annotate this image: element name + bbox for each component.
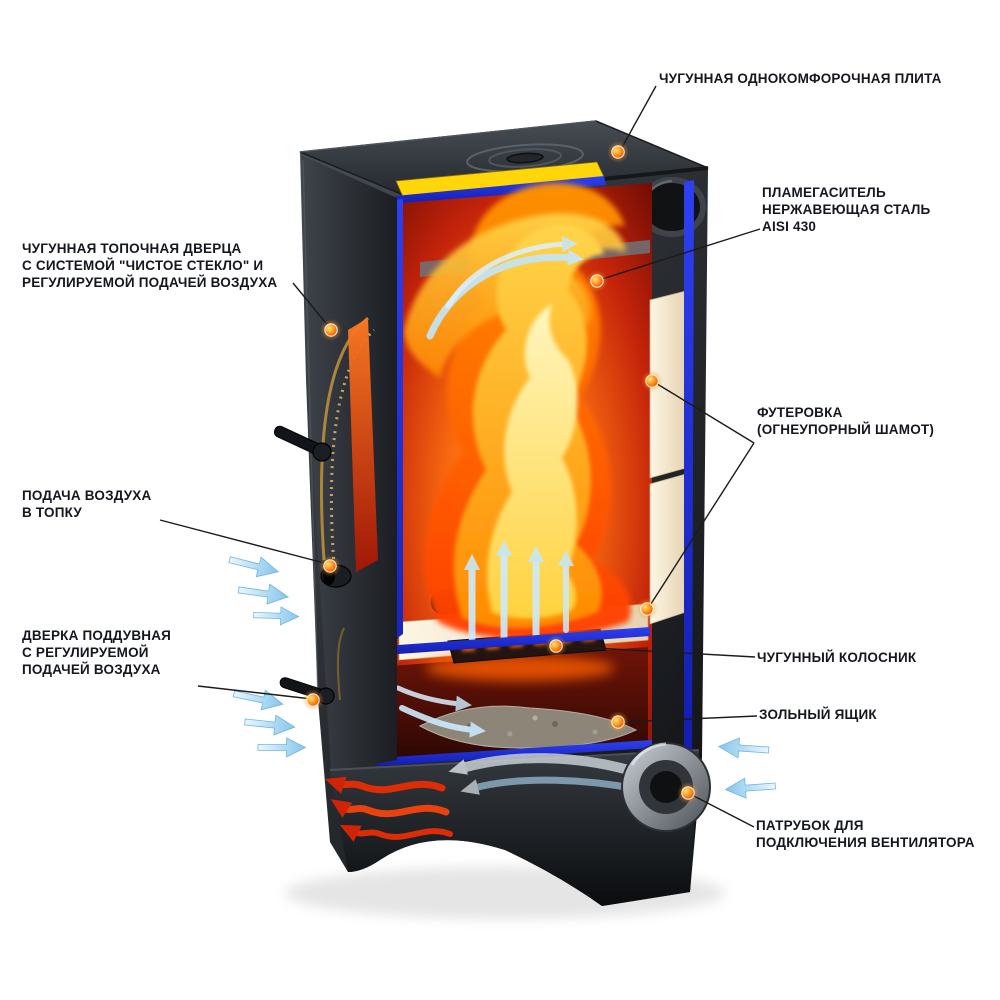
door-glass-edge (348, 318, 378, 572)
label-firebox-door-line: ЧУГУННАЯ ТОПОЧНАЯ ДВЕРЦА (22, 241, 242, 256)
label-flame-arrester: ПЛАМЕГАСИТЕЛЬ НЕРЖАВЕЮЩАЯ СТАЛЬ AISI 430 (762, 184, 930, 235)
dot-fan-pipe (677, 782, 699, 804)
dot-blower-door (302, 689, 324, 711)
label-flame-arrester-line: ПЛАМЕГАСИТЕЛЬ (762, 185, 886, 200)
cut-edge-right (684, 180, 694, 757)
label-ash-box-line: ЗОЛЬНЫЙ ЯЩИК (759, 707, 877, 722)
ash-air-arrows (395, 685, 486, 738)
label-air-supply-line: ПОДАЧА ВОЗДУХА (22, 488, 152, 503)
ash-compartment (388, 647, 648, 758)
label-blower-door-line: С РЕГУЛИРУЕМОЙ (22, 645, 149, 660)
label-flame-arrester-line: AISI 430 (762, 219, 817, 234)
label-fan-pipe: ПАТРУБОК ДЛЯ ПОДКЛЮЧЕНИЯ ВЕНТИЛЯТОРА (756, 817, 975, 851)
label-firebox-door-line: С СИСТЕМОЙ "ЧИСТОЕ СТЕКЛО" И (22, 258, 264, 273)
dot-flame-arrester (586, 270, 608, 292)
label-grate: ЧУГУННЫЙ КОЛОСНИК (757, 649, 916, 666)
dot-grate (545, 635, 567, 657)
label-blower-door: ДВЕРКА ПОДДУВНАЯ С РЕГУЛИРУЕМОЙ ПОДАЧЕЙ … (22, 627, 171, 678)
label-plate-line: ЧУГУННАЯ ОДНОКОМФОРОЧНАЯ ПЛИТА (659, 71, 942, 86)
leader-lines (159, 85, 761, 828)
label-lining: ФУТЕРОВКА (ОГНЕУПОРНЫЙ ШАМОТ) (757, 404, 934, 438)
callout-dots (302, 141, 699, 804)
front-left-column (301, 155, 397, 772)
label-blower-door-line: ДВЕРКА ПОДДУВНАЯ (22, 628, 172, 643)
label-firebox-door-line: РЕГУЛИРУЕМОЙ ПОДАЧЕЙ ВОЗДУХА (22, 275, 278, 290)
fan-pipe (621, 742, 711, 832)
dot-firebox-door (320, 319, 342, 341)
label-ash-box: ЗОЛЬНЫЙ ЯЩИК (759, 706, 877, 723)
label-fan-pipe-line: ПАТРУБОК ДЛЯ (756, 818, 864, 833)
dot-air-supply (319, 555, 341, 577)
firebox-air-arrows (426, 236, 584, 646)
air-arrows-firebox-inlet (226, 549, 300, 627)
label-grate-line: ЧУГУННЫЙ КОЛОСНИК (757, 650, 917, 665)
label-blower-door-line: ПОДАЧЕЙ ВОЗДУХА (22, 662, 161, 677)
label-air-supply-line: В ТОПКУ (22, 505, 82, 520)
dot-lining-lower (636, 598, 658, 620)
label-firebox-door: ЧУГУННАЯ ТОПОЧНАЯ ДВЕРЦА С СИСТЕМОЙ "ЧИС… (22, 240, 277, 291)
label-fan-pipe-line: ПОДКЛЮЧЕНИЯ ВЕНТИЛЯТОРА (756, 835, 975, 850)
dot-lining-upper (641, 370, 663, 392)
label-plate: ЧУГУННАЯ ОДНОКОМФОРОЧНАЯ ПЛИТА (659, 70, 942, 87)
hot-air-arrows (324, 776, 453, 842)
lining-panels (649, 290, 687, 625)
label-air-supply: ПОДАЧА ВОЗДУХА В ТОПКУ (22, 487, 151, 521)
air-arrows-blower-inlet (231, 683, 306, 758)
label-lining-line: ФУТЕРОВКА (757, 405, 843, 420)
door-handle-upper (273, 425, 332, 462)
dot-plate (607, 141, 629, 163)
dot-ash-box (607, 711, 629, 733)
label-lining-line: (ОГНЕУПОРНЫЙ ШАМОТ) (757, 422, 935, 437)
label-flame-arrester-line: НЕРЖАВЕЮЩАЯ СТАЛЬ (762, 202, 931, 217)
air-arrows-fan-inlet (717, 736, 777, 800)
